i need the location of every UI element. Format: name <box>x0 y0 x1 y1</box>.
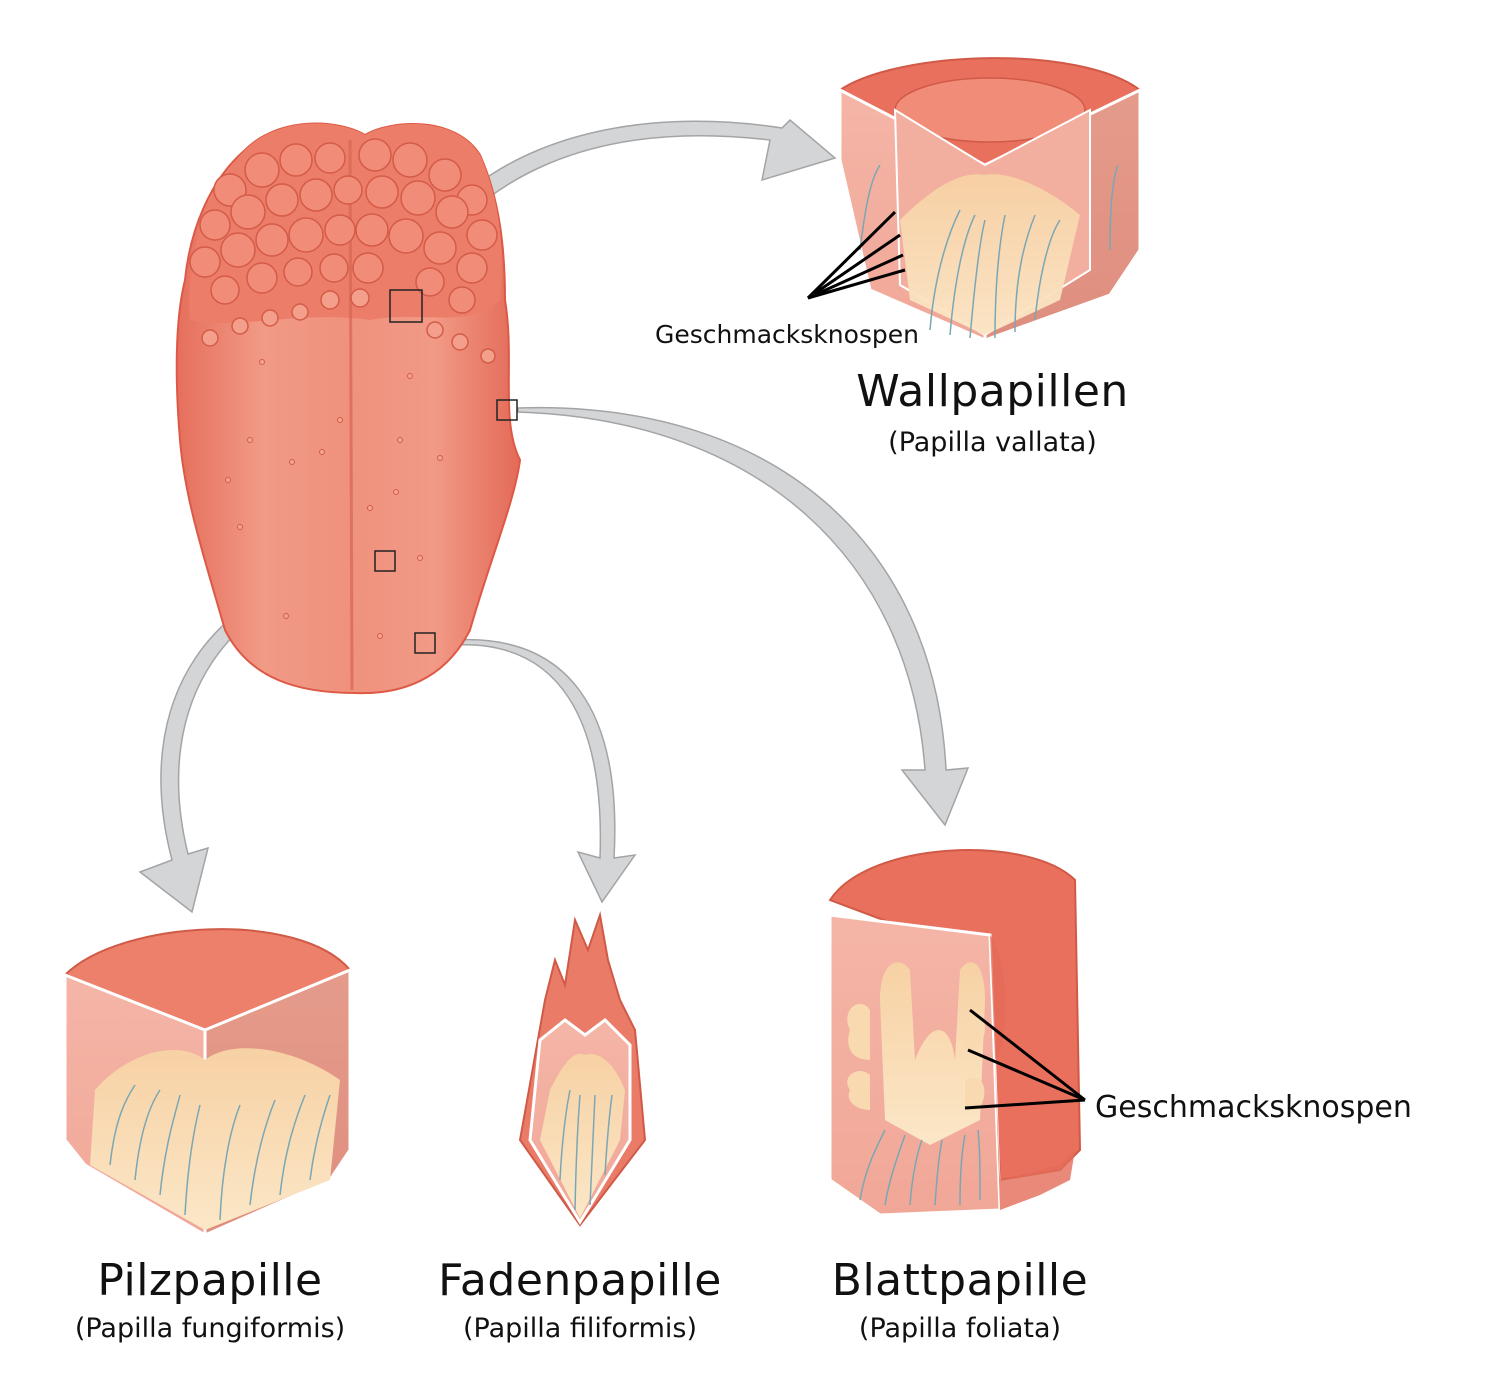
filiform-papilla-block <box>518 911 647 1227</box>
foliate-papilla-block <box>828 849 1082 1217</box>
blattpapille-latin: (Papilla foliata) <box>858 1313 1062 1344</box>
fadenpapille-title: Fadenpapille <box>438 1255 722 1306</box>
fungiform-dots <box>225 359 443 639</box>
arrow-to-blattpapille <box>517 406 970 827</box>
taste-bud-leader-lines-right <box>964 1008 1086 1110</box>
taste-buds-label-top: Geschmacksknospen <box>655 320 920 349</box>
vallate-papilla-block <box>838 57 1142 343</box>
arrow-to-fadenpapille <box>454 638 637 904</box>
wallpapillen-title: Wallpapillen <box>856 366 1129 417</box>
fungiform-papilla-block <box>63 928 352 1238</box>
highlight-box-vallate <box>389 289 423 323</box>
highlight-box-foliate <box>496 399 518 421</box>
taste-bud-leader-lines-top <box>806 210 906 300</box>
taste-buds-label-right: Geschmacksknospen <box>1095 1090 1412 1125</box>
fadenpapille-latin: (Papilla filiformis) <box>463 1313 697 1344</box>
tongue-root-bumps <box>189 138 498 314</box>
pilzpapille-title: Pilzpapille <box>97 1255 323 1306</box>
blattpapille-title: Blattpapille <box>831 1255 1089 1306</box>
highlight-box-fungiform <box>374 550 396 572</box>
pilzpapille-latin: (Papilla fungiformis) <box>74 1313 346 1344</box>
tongue <box>175 122 522 695</box>
wallpapillen-latin: (Papilla vallata) <box>888 427 1097 458</box>
highlight-box-filiform <box>414 632 436 654</box>
vallate-papillae-row <box>201 288 496 364</box>
